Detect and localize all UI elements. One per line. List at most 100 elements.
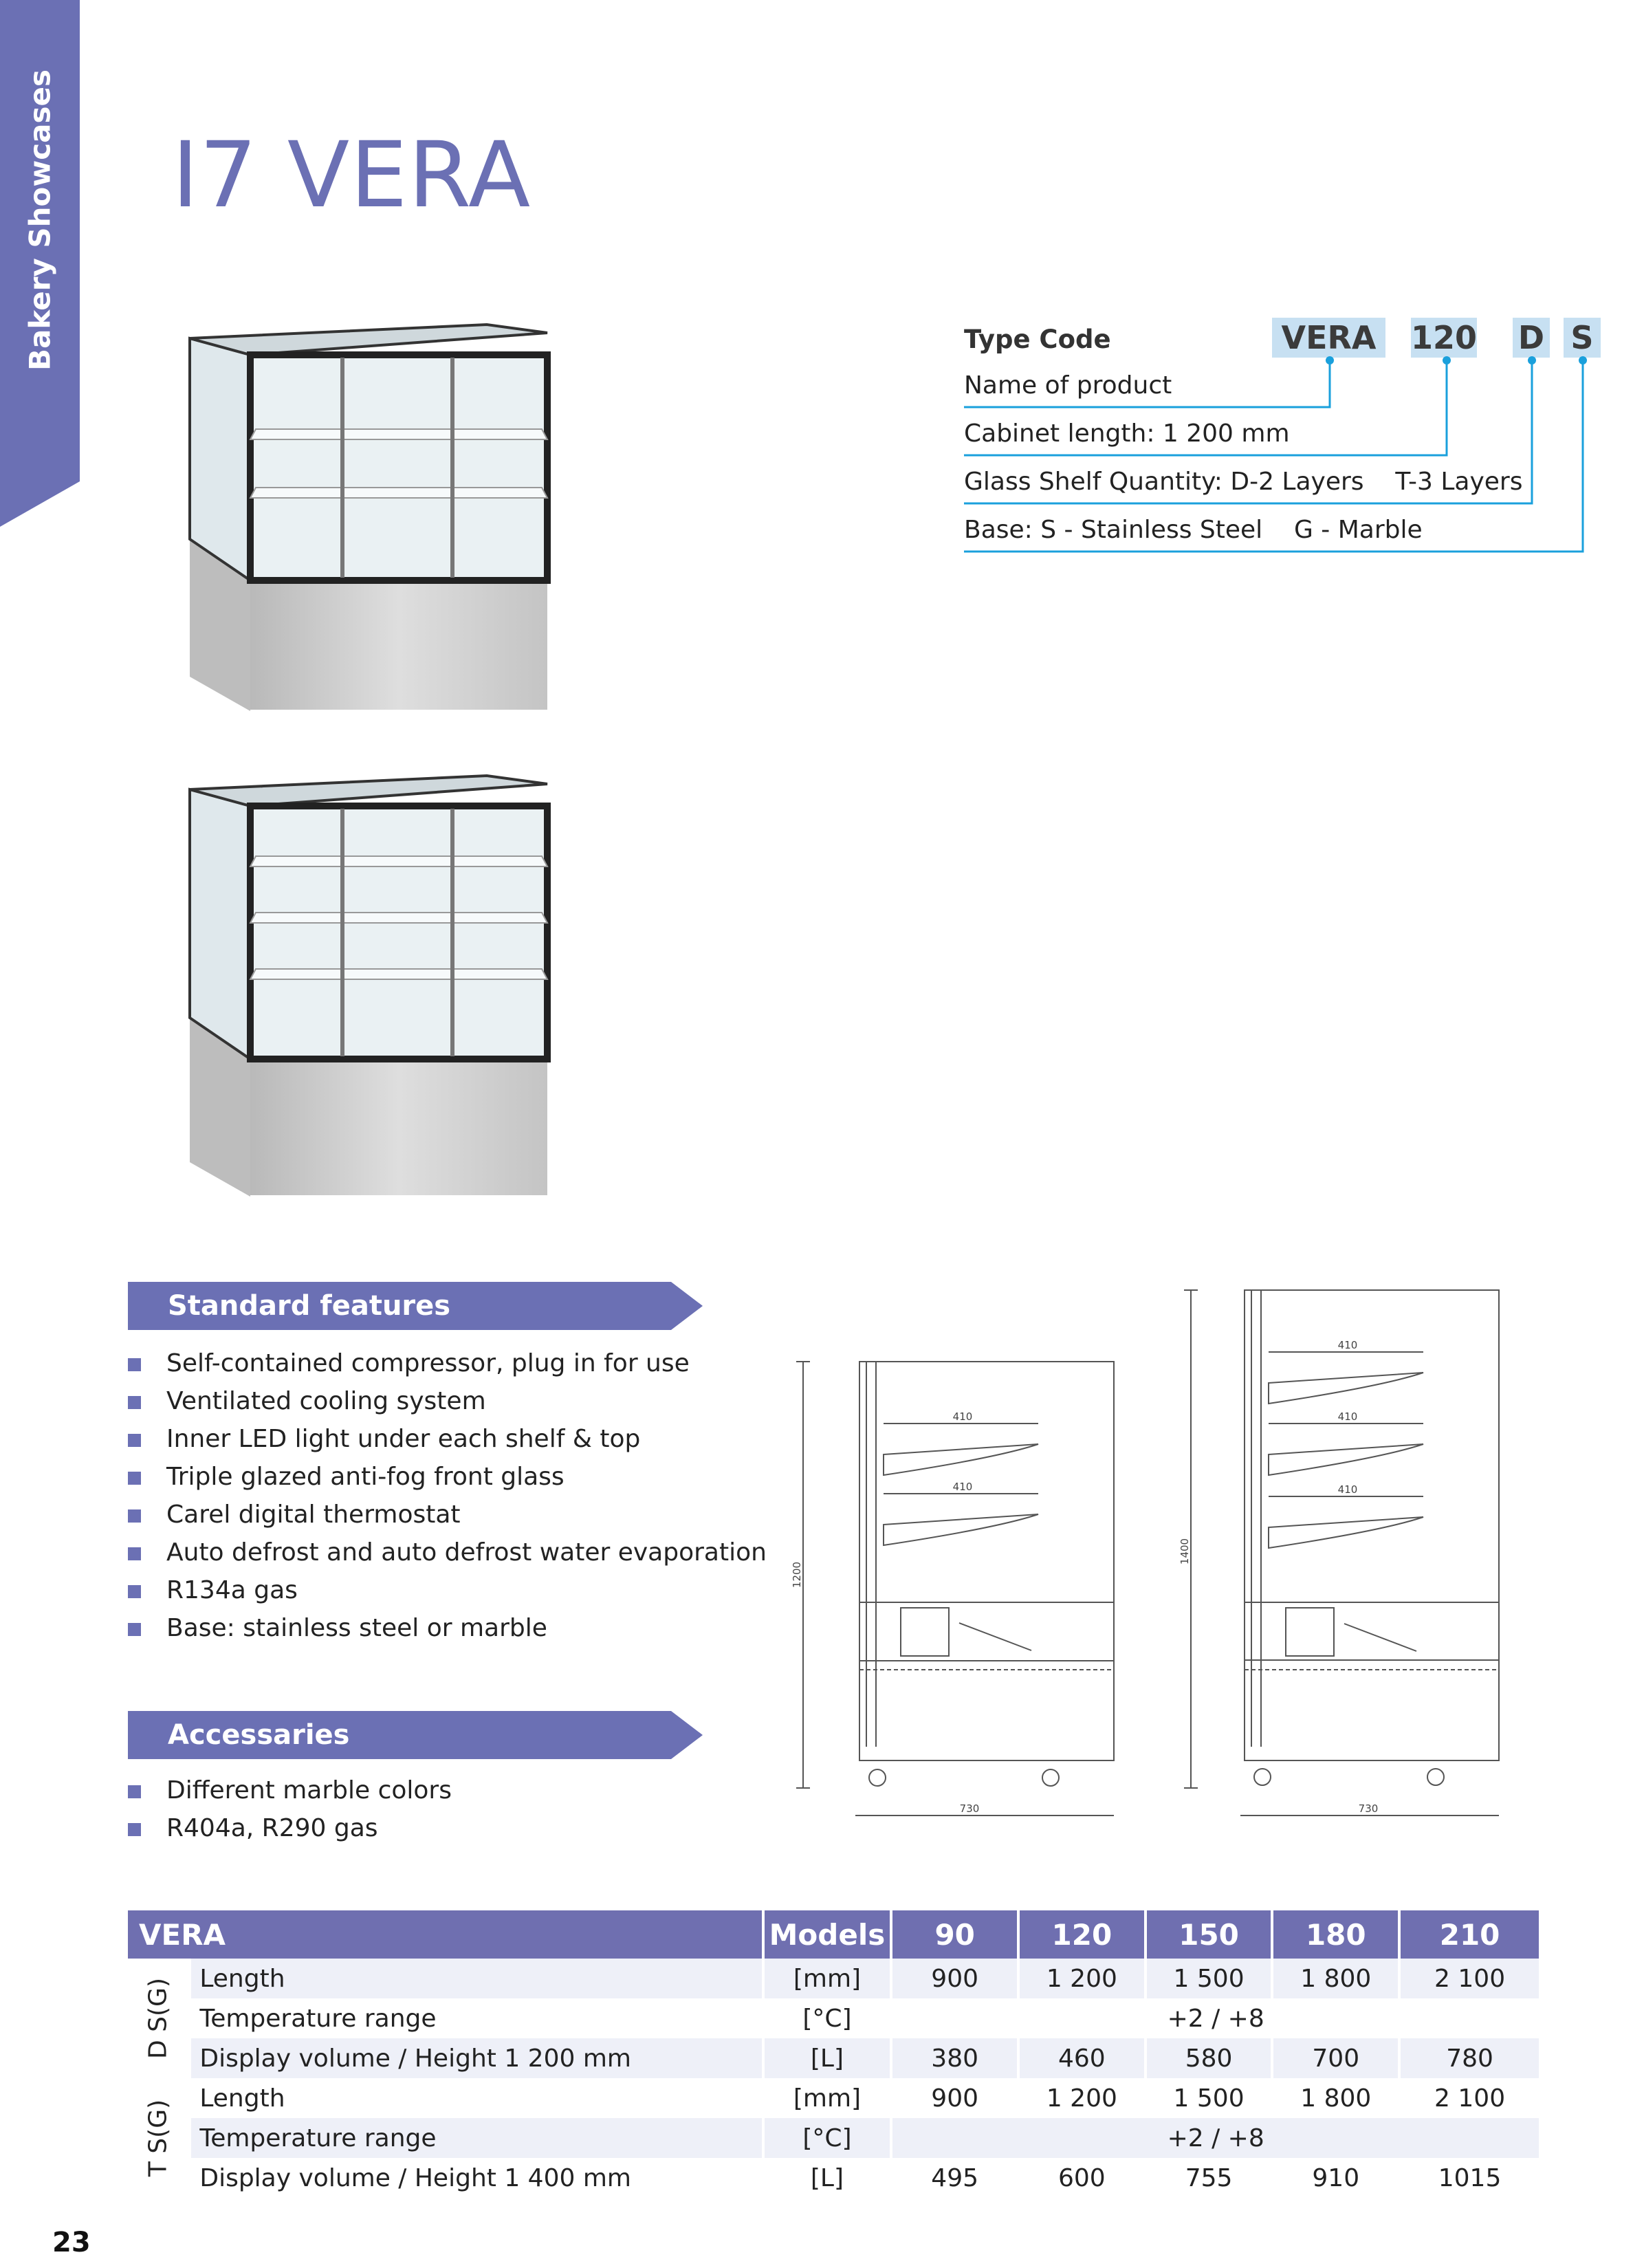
- table-param: Temperature range: [190, 2118, 765, 2158]
- dimension-label: 410: [1338, 1483, 1358, 1496]
- page-title: I7 VERA: [172, 122, 531, 228]
- product-image-three-shelves: [188, 774, 551, 1197]
- bullet-icon: [128, 1823, 141, 1836]
- banner-shape: [128, 1711, 703, 1759]
- table-unit: [°C]: [763, 1998, 893, 2038]
- list-item: Auto defrost and auto defrost water evap…: [128, 1534, 767, 1571]
- table-cell: 1 800: [1272, 1959, 1401, 1998]
- table-cell: 1 800: [1272, 2078, 1401, 2118]
- table-row: Display volume / Height 1 400 mm [L] 495…: [128, 2158, 1542, 2198]
- bullet-icon: [128, 1785, 141, 1798]
- list-item: R404a, R290 gas: [128, 1809, 452, 1847]
- dimension-label: 410: [953, 1410, 973, 1423]
- table-cell: 700: [1272, 2038, 1401, 2078]
- list-item: Self-contained compressor, plug in for u…: [128, 1344, 767, 1382]
- technical-drawing-three-shelves: 410 410 410 730 1400: [1179, 1289, 1500, 1816]
- table-cell: 1 500: [1145, 2078, 1274, 2118]
- table-cell: 900: [891, 1959, 1020, 1998]
- accessories-title: Accessaries: [168, 1719, 350, 1751]
- table-cell: 910: [1272, 2158, 1401, 2198]
- table-row: Temperature range [°C] +2 / +8: [128, 2118, 1542, 2158]
- bullet-icon: [128, 1585, 141, 1598]
- accessories-list: Different marble colors R404a, R290 gas: [128, 1771, 452, 1847]
- list-item: Triple glazed anti-fog front glass: [128, 1458, 767, 1496]
- list-item: R134a gas: [128, 1571, 767, 1609]
- table-cell-merged: +2 / +8: [891, 2118, 1542, 2158]
- table-param: Length: [190, 2078, 765, 2118]
- side-tab-shape: [0, 0, 80, 527]
- list-item: Ventilated cooling system: [128, 1382, 767, 1420]
- table-cell-merged: +2 / +8: [891, 1998, 1542, 2038]
- table-cell: 495: [891, 2158, 1020, 2198]
- table-param: Length: [190, 1959, 765, 1998]
- table-model-header: 90: [891, 1910, 1020, 1959]
- technical-drawing-two-shelves: 410 410 730 1200: [791, 1361, 1115, 1816]
- type-code-label: Type Code: [964, 325, 1111, 354]
- table-unit: [mm]: [763, 1959, 893, 1998]
- list-item: Carel digital thermostat: [128, 1496, 767, 1534]
- product-image-two-shelves: [188, 323, 551, 711]
- standard-features-banner: Standard features: [128, 1282, 703, 1330]
- bullet-icon: [128, 1623, 141, 1636]
- table-group-label: D S(G): [128, 1959, 192, 2078]
- code-line-shelf-quantity: Glass Shelf Quantity: D-2 Layers T-3 Lay…: [964, 468, 1523, 496]
- table-model-header: 150: [1145, 1910, 1274, 1959]
- code-box-product: VERA: [1272, 318, 1385, 358]
- code-box-base: S: [1564, 318, 1601, 358]
- table-param: Display volume / Height 1 400 mm: [190, 2158, 765, 2198]
- bullet-icon: [128, 1358, 141, 1371]
- dimension-label: 730: [960, 1802, 980, 1815]
- dimension-label: 410: [1338, 1339, 1358, 1351]
- table-model-header: 210: [1399, 1910, 1542, 1959]
- accessories-banner: Accessaries: [128, 1711, 703, 1759]
- table-group-label: T S(G): [128, 2078, 192, 2198]
- table-cell: 580: [1145, 2038, 1274, 2078]
- table-cell: 780: [1399, 2038, 1542, 2078]
- table-header-row: VERA Models 90 120 150 180 210: [128, 1910, 1542, 1959]
- table-unit: [mm]: [763, 2078, 893, 2118]
- page-number: 23: [52, 2227, 91, 2258]
- table-row: D S(G) Length [mm] 900 1 200 1 500 1 800…: [128, 1959, 1542, 2078]
- table-param: Display volume / Height 1 200 mm: [190, 2038, 765, 2078]
- side-tab: Bakery Showcases: [0, 0, 80, 527]
- table-unit: [°C]: [763, 2118, 893, 2158]
- dimension-label: 1400: [1179, 1538, 1191, 1564]
- table-cell: 460: [1018, 2038, 1147, 2078]
- code-leader-lines: [964, 356, 1587, 553]
- table-cell: 900: [891, 2078, 1020, 2118]
- table-cell: 2 100: [1399, 2078, 1542, 2118]
- table-row: Temperature range [°C] +2 / +8: [128, 1998, 1542, 2038]
- dimension-label: 730: [1359, 1802, 1379, 1815]
- table-models-label: Models: [763, 1910, 893, 1959]
- code-line-name: Name of product: [964, 371, 1172, 400]
- table-param: Temperature range: [190, 1998, 765, 2038]
- bullet-icon: [128, 1547, 141, 1560]
- code-line-base: Base: S - Stainless Steel G - Marble: [964, 516, 1423, 544]
- bullet-icon: [128, 1509, 141, 1523]
- dimension-label: 410: [953, 1481, 973, 1493]
- table-product-name: VERA: [128, 1910, 765, 1959]
- dimension-label: 1200: [791, 1562, 803, 1588]
- standard-features-title: Standard features: [168, 1290, 451, 1322]
- table-unit: [L]: [763, 2038, 893, 2078]
- list-item: Different marble colors: [128, 1771, 452, 1809]
- spec-table: VERA Models 90 120 150 180 210 D S(G) Le…: [128, 1910, 1542, 2198]
- table-model-header: 180: [1272, 1910, 1401, 1959]
- code-box-length: 120: [1411, 318, 1478, 358]
- table-row: T S(G) Length [mm] 900 1 200 1 500 1 800…: [128, 2078, 1542, 2198]
- table-cell: 2 100: [1399, 1959, 1542, 1998]
- table-cell: 600: [1018, 2158, 1147, 2198]
- table-cell: 1 500: [1145, 1959, 1274, 1998]
- table-cell: 755: [1145, 2158, 1274, 2198]
- list-item: Base: stainless steel or marble: [128, 1609, 767, 1647]
- code-box-shelf: D: [1513, 318, 1550, 358]
- list-item: Inner LED light under each shelf & top: [128, 1420, 767, 1458]
- bullet-icon: [128, 1396, 141, 1409]
- code-line-cabinet-length: Cabinet length: 1 200 mm: [964, 419, 1290, 448]
- table-cell: 380: [891, 2038, 1020, 2078]
- dimension-label: 410: [1338, 1410, 1358, 1423]
- table-unit: [L]: [763, 2158, 893, 2198]
- bullet-icon: [128, 1434, 141, 1447]
- table-row: Display volume / Height 1 200 mm [L] 380…: [128, 2038, 1542, 2078]
- table-cell: 1 200: [1018, 2078, 1147, 2118]
